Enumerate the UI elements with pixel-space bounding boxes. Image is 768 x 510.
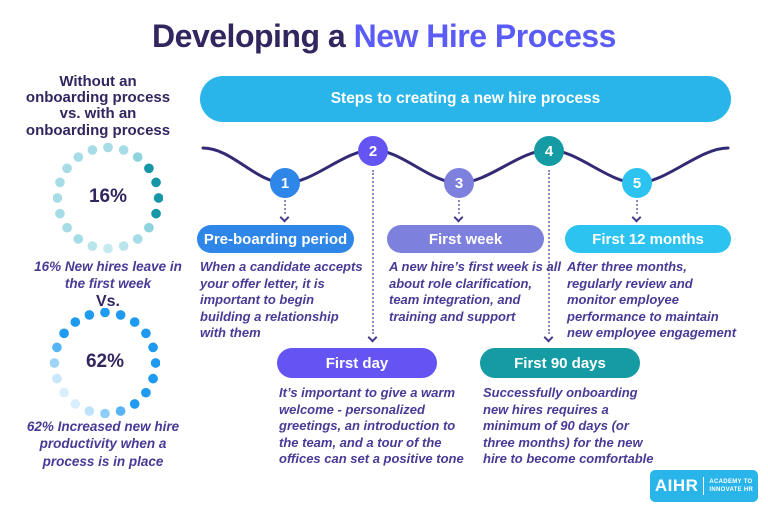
- step-4-connector: [548, 170, 550, 334]
- step-1-number: 1: [280, 174, 290, 192]
- stat-62-dot-ring: [50, 308, 160, 418]
- step-5-connector: [636, 200, 638, 214]
- stat-16-caption: 16% New hires leave in the first week: [34, 259, 182, 292]
- step-3-circle: 3: [444, 168, 474, 198]
- aihr-logo-tagline: ACADEMY TO INNOVATE HR: [709, 478, 753, 494]
- stat-62-caption: 62% Increased new hire productivity when…: [26, 419, 180, 469]
- steps-banner-label: Steps to creating a new hire process: [330, 90, 601, 107]
- step-4-circle: 4: [534, 136, 564, 166]
- sidebar-heading: Without an onboarding process vs. with a…: [25, 73, 171, 139]
- page-title: Developing a New Hire Process: [0, 18, 768, 55]
- step-2-number: 2: [368, 142, 378, 160]
- aihr-logo-divider: [703, 477, 705, 495]
- step-3-description: A new hire’s first week is all about rol…: [389, 259, 561, 324]
- step-5-label: First 12 months: [592, 230, 704, 248]
- step-2-arrow-icon: [367, 332, 378, 343]
- step-1-pill: Pre-boarding period: [197, 225, 354, 253]
- vs-label: Vs.: [95, 293, 120, 310]
- step-1-description: When a candidate accepts your offer lett…: [200, 259, 363, 340]
- step-2-description: It’s important to give a warm welcome - …: [279, 385, 464, 466]
- step-4-pill: First 90 days: [480, 348, 640, 378]
- page-title-prefix: Developing a: [152, 18, 354, 54]
- step-4-number: 4: [544, 142, 554, 160]
- step-5-pill: First 12 months: [565, 225, 731, 253]
- stat-16-dot-ring: [53, 143, 163, 253]
- step-1-connector: [284, 200, 286, 214]
- step-2-pill: First day: [277, 348, 437, 378]
- step-2-connector: [372, 170, 374, 334]
- stat-62-value: 62%: [85, 351, 125, 372]
- step-5-description: After three months, regularly review and…: [567, 259, 737, 340]
- aihr-tagline-line1: ACADEMY TO: [709, 478, 753, 485]
- step-4-arrow-icon: [543, 332, 554, 343]
- step-2-circle: 2: [358, 136, 388, 166]
- step-1-label: Pre-boarding period: [203, 230, 348, 248]
- step-4-description: Successfully onboarding new hires requir…: [483, 385, 654, 466]
- step-3-connector: [458, 200, 460, 214]
- step-3-label: First week: [428, 230, 503, 248]
- aihr-tagline-line2: INNOVATE HR: [709, 487, 754, 493]
- step-3-number: 3: [454, 174, 464, 192]
- steps-banner: Steps to creating a new hire process: [200, 76, 731, 122]
- stat-16-value: 16%: [88, 186, 128, 207]
- step-5-number: 5: [632, 174, 642, 192]
- step-3-pill: First week: [387, 225, 544, 253]
- step-1-circle: 1: [270, 168, 300, 198]
- step-5-circle: 5: [622, 168, 652, 198]
- step-2-label: First day: [325, 354, 389, 372]
- aihr-logo-brand: AIHR: [654, 476, 699, 495]
- step-4-label: First 90 days: [514, 354, 606, 372]
- page-title-highlight: New Hire Process: [353, 18, 617, 54]
- aihr-logo: AIHR ACADEMY TO INNOVATE HR: [650, 470, 758, 502]
